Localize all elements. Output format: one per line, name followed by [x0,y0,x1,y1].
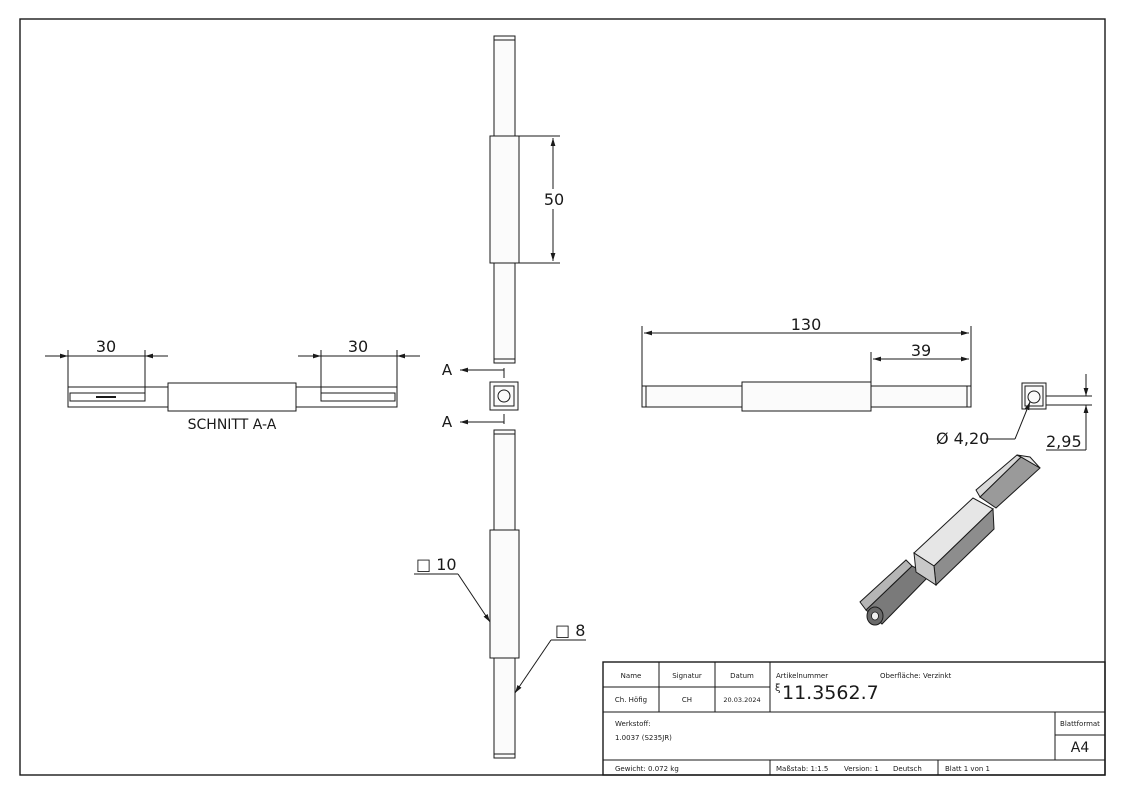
weight-label: Gewicht: 0.072 kg [615,765,679,773]
header-signatur: Signatur [672,672,702,680]
section-marker-top: A [442,361,453,379]
language-label: Deutsch [893,765,922,773]
surface-label: Oberfläche: Verzinkt [880,672,952,680]
material-value: 1.0037 (S235JR) [615,734,672,742]
sheet-format-value: A4 [1071,740,1090,756]
dimension-50: 50 [544,190,564,209]
vertical-view-bottom: □ 10 □ 8 [414,429,586,759]
article-prefix: ξ [775,683,781,694]
horizontal-view: 130 39 [641,315,972,412]
isometric-view [859,454,1041,626]
drawing-frame [19,18,1106,776]
header-datum: Datum [730,672,754,680]
header-name: Name [621,672,642,680]
section-marker-bottom: A [442,413,453,431]
scale-label: Maßstab: 1:1.5 [776,765,828,773]
dimension-30-right: 30 [348,337,368,356]
dimension-30-left: 30 [96,337,116,356]
sheet-label: Blatt 1 von 1 [945,765,990,773]
title-block: Name Signatur Datum Ch. Höfig CH 20.03.2… [602,661,1106,776]
dimension-square-10: □ 10 [416,555,457,574]
end-view-center: A A [442,361,519,431]
material-label: Werkstoff: [615,720,651,728]
value-signatur: CH [682,696,692,704]
article-number: 11.3562.7 [782,682,879,704]
dimension-39: 39 [911,341,931,360]
sheet-format-label: Blattformat [1060,720,1100,728]
section-label: SCHNITT A-A [188,417,277,433]
dimension-2-95: 2,95 [1046,432,1082,451]
vertical-view-top: 50 [489,35,566,364]
end-view-right: 2,95 Ø 4,20 [936,374,1092,451]
version-label: Version: 1 [844,765,879,773]
article-label: Artikelnummer [776,672,828,680]
dimension-130: 130 [791,315,822,334]
value-name: Ch. Höfig [615,696,647,704]
dimension-square-8: □ 8 [555,621,585,640]
value-datum: 20.03.2024 [723,696,760,704]
dimension-diameter: Ø 4,20 [936,429,989,448]
section-view-a-a: 30 30 SCHNITT A-A [45,337,420,433]
